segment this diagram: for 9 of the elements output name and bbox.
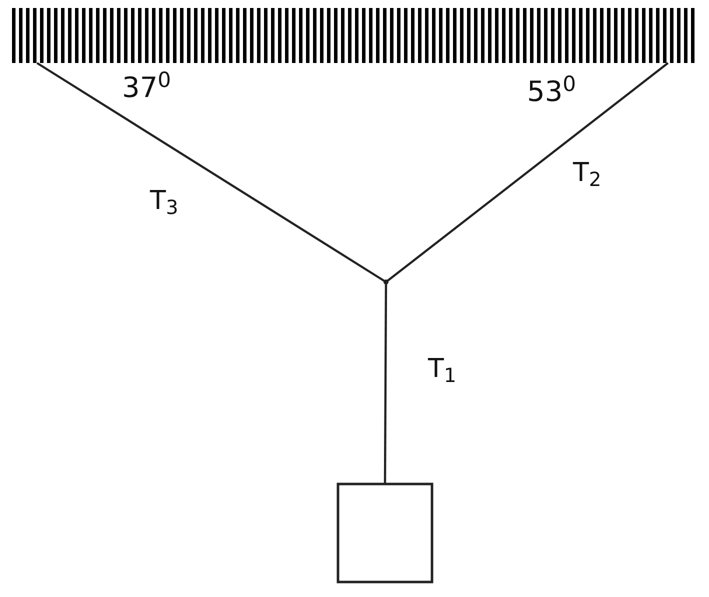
rope-line [385, 62, 669, 283]
edge-label: T$_{2}$ [573, 160, 602, 186]
rope-line [384, 282, 388, 484]
hanging-block [336, 482, 434, 584]
hatched-ceiling [12, 8, 694, 63]
edge-label: T$_{1}$ [428, 356, 456, 382]
edge-label: T$_{3}$ [150, 188, 178, 214]
rope-line [36, 62, 387, 283]
rope-junction [384, 280, 388, 284]
